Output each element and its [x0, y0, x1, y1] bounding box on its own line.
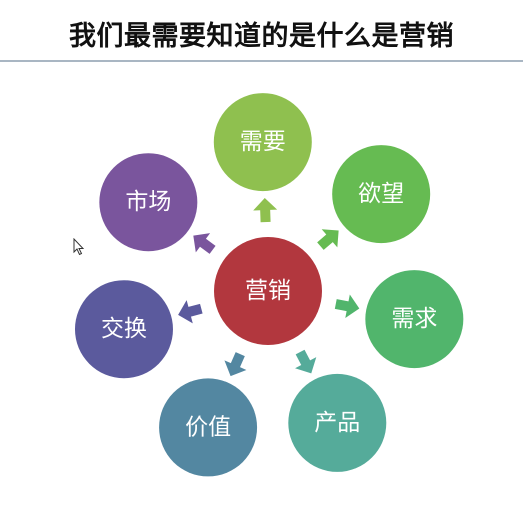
- node-circle-exchange: [74, 280, 173, 379]
- node-label-product: 产品: [314, 410, 360, 436]
- node-circle-desire: [332, 145, 431, 244]
- node-market: 市场: [99, 153, 198, 252]
- node-circle-value: [159, 378, 258, 477]
- center-node-marketing: 营销: [214, 237, 322, 345]
- node-need: 需要: [213, 93, 312, 192]
- center-label: 营销: [245, 278, 291, 304]
- node-circle-need: [213, 93, 312, 192]
- node-label-demand: 需求: [391, 306, 437, 332]
- node-label-value: 价值: [185, 414, 231, 440]
- node-circle-market: [99, 153, 198, 252]
- node-label-market: 市场: [125, 189, 171, 215]
- node-label-desire: 欲望: [358, 181, 404, 207]
- arrow-to-exchange: [178, 300, 203, 324]
- node-label-exchange: 交换: [101, 316, 147, 342]
- arrow-to-desire: [317, 229, 339, 250]
- center-circle: [214, 237, 322, 345]
- node-demand: 需求: [365, 270, 464, 369]
- node-label-need: 需要: [240, 129, 286, 155]
- arrow-to-demand: [334, 294, 360, 319]
- node-value: 价值: [159, 378, 258, 477]
- slide-title: 我们最需要知道的是什么是营销: [69, 21, 454, 52]
- title-divider: [0, 60, 523, 62]
- node-exchange: 交换: [74, 280, 173, 379]
- node-product: 产品: [288, 373, 387, 472]
- arrow-to-market: [193, 233, 216, 254]
- mouse-cursor-icon: [73, 238, 85, 256]
- node-circle-demand: [365, 270, 464, 369]
- arrow-to-value: [224, 352, 247, 377]
- arrow-to-need: [253, 198, 278, 223]
- node-desire: 欲望: [332, 145, 431, 244]
- arrow-to-product: [295, 349, 317, 374]
- node-circle-product: [288, 373, 387, 472]
